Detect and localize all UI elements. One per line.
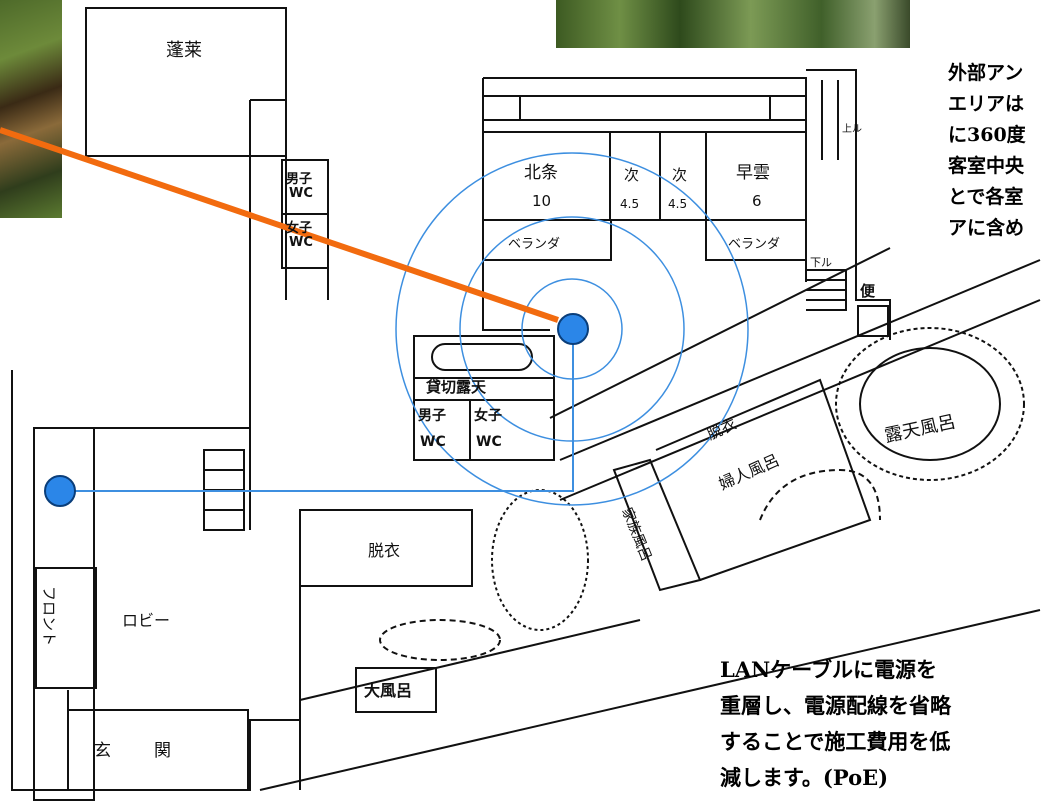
antenna-note: 外部アン エリアは に360度 客室中央 とで各室 アに含め: [948, 62, 1026, 239]
room-datsui-lower: 脱衣: [368, 541, 400, 560]
room-hayakumo-size: 6: [752, 192, 762, 210]
room-oburo: 大風呂: [364, 681, 412, 700]
room-tsugi-2: 次: [672, 166, 687, 184]
antenna-pointer-line: [0, 127, 559, 323]
room-tsugi-2-size: 4.5: [668, 197, 687, 211]
room-kashikiri-roten: 貸切露天: [426, 378, 487, 396]
access-point-center: [557, 313, 589, 345]
room-horai: 蓬莱: [166, 40, 202, 61]
room-hojo: 北条: [524, 163, 558, 183]
room-tsugi-1: 次: [624, 166, 639, 184]
label-stairs-down: 下ル: [810, 256, 832, 269]
room-women-wc-label: 女子: [286, 220, 312, 236]
room-women-wc-sub: WC: [289, 235, 313, 250]
label-stairs-up: 上ル: [842, 123, 862, 135]
room-men-wc-sub: WC: [289, 186, 313, 201]
room-toilet: 便: [860, 282, 876, 300]
poe-note: LANケーブルに電源を 重層し、電源配線を省略 することで施工費用を低 減します…: [720, 657, 951, 790]
room-veranda-right: ベランダ: [728, 237, 780, 252]
floor-plan-walls: [11, 7, 1041, 801]
exterior-photo-left: [0, 0, 62, 218]
room-women-wc-bath-sub: WC: [476, 434, 502, 450]
room-datsui-right: 脱衣: [704, 415, 739, 444]
room-veranda-left: ベランダ: [508, 237, 560, 252]
room-kazoku-buro: 家族風呂: [618, 505, 655, 563]
room-fujin-buro: 婦人風呂: [716, 450, 782, 493]
room-hojo-size: 10: [532, 192, 551, 210]
access-point-lobby: [44, 475, 76, 507]
room-roten-buro: 露天風呂: [883, 411, 958, 447]
room-hayakumo: 早雲: [736, 163, 770, 183]
room-genkan-1: 玄: [94, 741, 111, 761]
lan-cable-line: [60, 329, 574, 492]
room-front: フロント: [40, 586, 58, 646]
room-tsugi-1-size: 4.5: [620, 197, 639, 211]
room-genkan-2: 関: [154, 741, 171, 761]
exterior-photo-top: [556, 0, 910, 48]
room-lobby: ロビー: [122, 611, 170, 630]
room-men-wc-label: 男子: [286, 172, 312, 187]
room-men-wc-bath-sub: WC: [420, 434, 446, 450]
coverage-ring-outer: [395, 152, 749, 506]
room-men-wc-bath: 男子: [418, 408, 446, 424]
room-women-wc-bath: 女子: [474, 407, 502, 424]
